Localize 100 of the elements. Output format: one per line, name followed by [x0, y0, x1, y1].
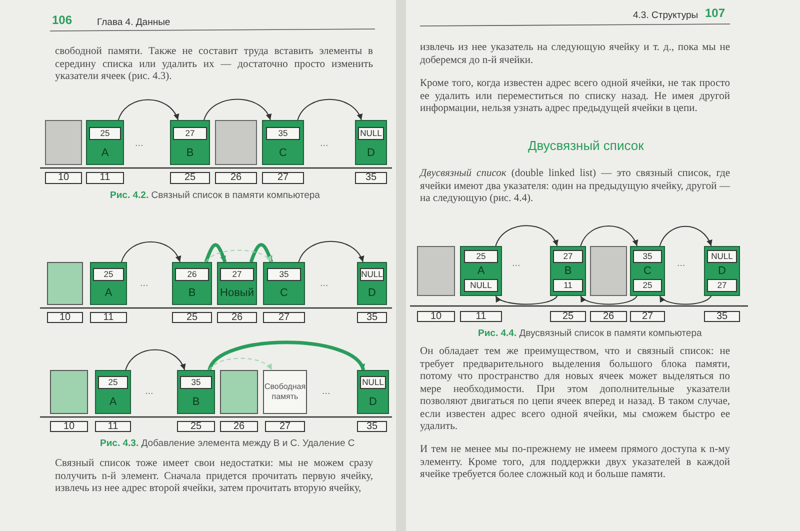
cell-label: B — [186, 146, 194, 158]
paragraph: Связный список тоже имеет свои недостатки: мы не можем сразу получить n-й элемент. Сначала придется прочитать первую ячейку, извлечь из нее адрес второй ячейки, затем прочитать вторую ячейку, — [55, 458, 373, 496]
arrow — [298, 240, 364, 262]
pointer-field: 25 — [98, 376, 128, 390]
cell-label: D — [368, 287, 376, 299]
arrow — [580, 296, 638, 305]
pointer-field: 26 — [175, 268, 209, 281]
ellipsis: ... — [512, 258, 522, 270]
empty-memory-cell — [47, 262, 83, 305]
paragraph: Двусвязный список (double linked list) — это связный список, где ячейки имеют два указателя: один на предыдущую ячейку, другой — на следующую (рис. 4.4). — [420, 168, 730, 206]
arrow — [204, 98, 271, 120]
cell-label: A — [101, 146, 109, 158]
empty-memory-cell — [590, 246, 627, 296]
memory-cell — [177, 370, 215, 414]
memory-address: 25 — [172, 312, 212, 323]
memory-address: 27 — [265, 421, 305, 432]
memory-cell — [172, 262, 212, 305]
cell-label: B — [192, 396, 200, 408]
paragraph: свободной памяти. Также не составит труда вставить элементы в середину списка или удалить их — достаточно просто изменить указатели ячеек (рис. 4.3). — [55, 46, 373, 84]
memory-address: 35 — [357, 421, 387, 432]
arrow — [120, 241, 180, 262]
pointer-field: NULL — [360, 376, 386, 390]
memory-address: 25 — [550, 311, 586, 322]
figure-caption: Рис. 4.4. Двусвязный список в памяти компьютера — [478, 328, 703, 340]
empty-memory-cell — [45, 120, 82, 165]
pointer-field: 25 — [89, 126, 121, 140]
memory-address: 10 — [50, 421, 88, 432]
arrow — [495, 225, 558, 246]
pointer-field: 27 — [220, 268, 254, 281]
arrow — [659, 226, 712, 246]
memory-address: 11 — [90, 312, 127, 323]
cell-label: D — [367, 146, 375, 158]
pointer-field: 25 — [632, 279, 662, 292]
figure-caption: Рис. 4.3. Добавление элемента между B и C. Удаление C — [100, 438, 356, 450]
memory-cell — [704, 246, 740, 296]
ellipsis: ... — [322, 386, 332, 398]
arrow — [208, 340, 365, 371]
arrow — [297, 98, 362, 120]
memory-cell — [90, 262, 127, 305]
pointer-field: 11 — [553, 279, 583, 292]
memory-cell — [262, 120, 304, 165]
memory-address: 10 — [45, 172, 82, 184]
memory-address: 11 — [95, 421, 131, 432]
memory-cell — [263, 370, 307, 414]
memory-address: 25 — [170, 172, 210, 184]
pointer-field: NULL — [707, 250, 737, 263]
pointer-field: 35 — [180, 376, 212, 390]
empty-memory-cell — [50, 370, 88, 414]
memory-address: 25 — [177, 421, 215, 432]
paragraph: Кроме того, когда известен адрес всего одной ячейки, не так просто ее удалить или переместиться по списку назад. Не имея другой информации, нельзя узнать адрес предыдущей ячейки в цепи. — [420, 78, 730, 116]
ellipsis: ... — [320, 138, 330, 150]
memory-cell — [95, 370, 131, 414]
cell-label: B — [188, 287, 196, 299]
memory-cell — [263, 262, 305, 305]
pointer-field: NULL — [464, 279, 498, 292]
paragraph: Он обладает тем же преимуществом, что и связный список: не требует предварительного выделения большого блока памяти, потому что пространство для новых ячеек может выделяться по мере необходимости. При этом дополнительные указатели позволяют двигаться по цепи ячеек вперед и назад. В таком случае, если известен адрес всего одной ячейки, мы сможем быстро ее удалить. — [420, 346, 730, 434]
paragraph: извлечь из нее указатель на следующую ячейку и т. д., пока мы не доберемся до n-й ячейки. — [420, 42, 730, 67]
pointer-field: 27 — [553, 250, 583, 263]
ellipsis: ... — [677, 258, 686, 270]
arrow — [580, 226, 638, 246]
section-heading: Двусвязный список — [528, 140, 645, 152]
memory-address: 26 — [590, 311, 627, 322]
dashed-arrow — [206, 250, 272, 262]
memory-address: 35 — [704, 311, 740, 322]
paragraph: И тем не менее мы по-прежнему не имеем прямого доступа к n-му элементу. Кроме того, для поддержки двух указателей в каждой ячейке требуется более сложный код и больше памяти. — [420, 444, 730, 482]
cell-label: C — [279, 146, 287, 158]
memory-cell — [460, 246, 502, 296]
cell-label: A — [477, 265, 485, 277]
memory-cell — [550, 246, 586, 296]
pointer-field: 25 — [464, 250, 498, 263]
page-number: 107 — [705, 7, 726, 20]
memory-address: 10 — [47, 312, 83, 323]
pointer-field: 35 — [266, 126, 300, 140]
pointer-field: NULL — [358, 126, 384, 140]
cell-label: C — [644, 265, 652, 277]
ellipsis: ... — [320, 278, 330, 290]
memory-cell — [86, 120, 124, 165]
cell-label: Новый — [220, 287, 254, 299]
cell-label: Свободная память — [264, 382, 306, 402]
memory-address: 27 — [263, 312, 305, 323]
cell-label: A — [109, 396, 117, 408]
memory-address: 27 — [262, 172, 304, 184]
pointer-field: 35 — [632, 250, 662, 263]
memory-cell — [217, 262, 257, 305]
dashed-arrow — [208, 358, 272, 370]
memory-cell — [355, 120, 387, 165]
empty-memory-cell — [215, 120, 257, 165]
ellipsis: ... — [135, 138, 144, 150]
arrow — [249, 243, 274, 263]
pointer-field: 27 — [173, 126, 207, 140]
arrow — [659, 296, 712, 305]
cell-label: D — [718, 265, 726, 277]
memory-address: 26 — [217, 312, 257, 323]
memory-address: 11 — [460, 311, 502, 322]
memory-address: 26 — [215, 172, 257, 184]
empty-memory-cell — [220, 370, 258, 414]
memory-cell — [630, 246, 665, 296]
arrow — [118, 99, 178, 120]
memory-cell — [357, 370, 389, 414]
cell-label: C — [280, 287, 288, 299]
